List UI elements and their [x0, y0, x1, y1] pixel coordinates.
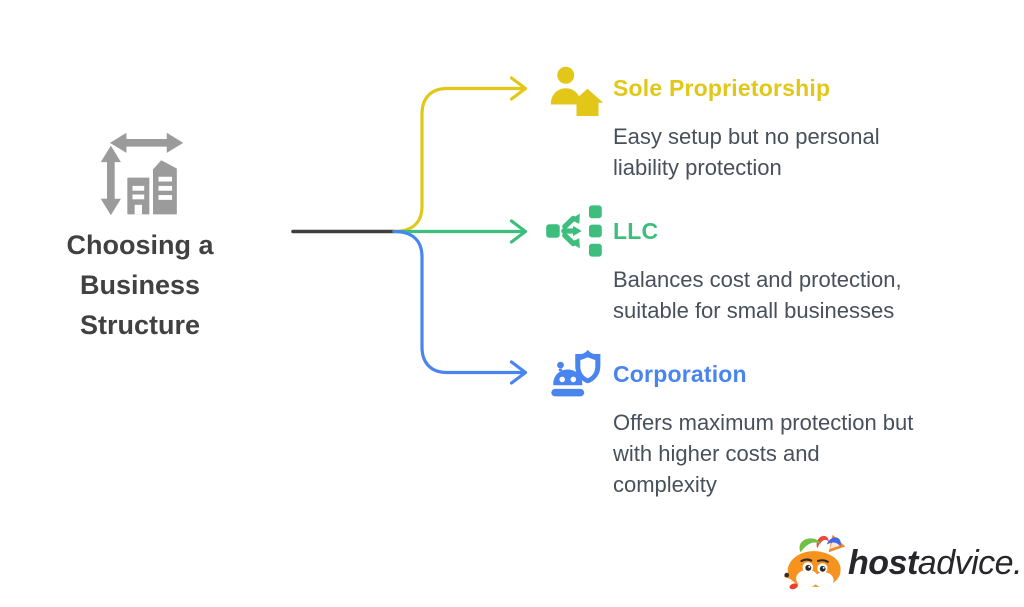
branch-description-llc: Balances cost and protection, suitable f…	[613, 267, 902, 323]
person-home-icon	[550, 66, 604, 116]
branch-description-corporation: Offers maximum protection but with highe…	[613, 410, 914, 497]
branch-label-sole-proprietorship: Sole Proprietorship	[613, 75, 831, 101]
buildings-measure-icon	[100, 132, 184, 216]
arrowhead-llc-icon	[509, 219, 528, 244]
split-flow-icon	[546, 205, 602, 257]
logo-text-advice: advice.	[917, 544, 1023, 582]
branch-line-sole	[392, 86, 524, 234]
hostadvice-logo: hostadvice.	[784, 531, 1023, 593]
branch-description-sole-proprietorship: Easy setup but no personal liability pro…	[613, 124, 880, 180]
root-title: Choosing a Business Structure	[66, 230, 214, 340]
branch-line-corp	[392, 229, 524, 375]
arrowhead-corp-icon	[509, 360, 528, 385]
arrowhead-sole-icon	[509, 76, 528, 101]
branch-label-corporation: Corporation	[613, 361, 747, 387]
logo-wordmark: hostadvice.	[848, 542, 1023, 584]
logo-text-host: host	[848, 544, 918, 582]
fox-mascot-icon	[784, 534, 846, 590]
robot-shield-icon	[551, 349, 601, 397]
branch-label-llc: LLC	[613, 218, 659, 244]
